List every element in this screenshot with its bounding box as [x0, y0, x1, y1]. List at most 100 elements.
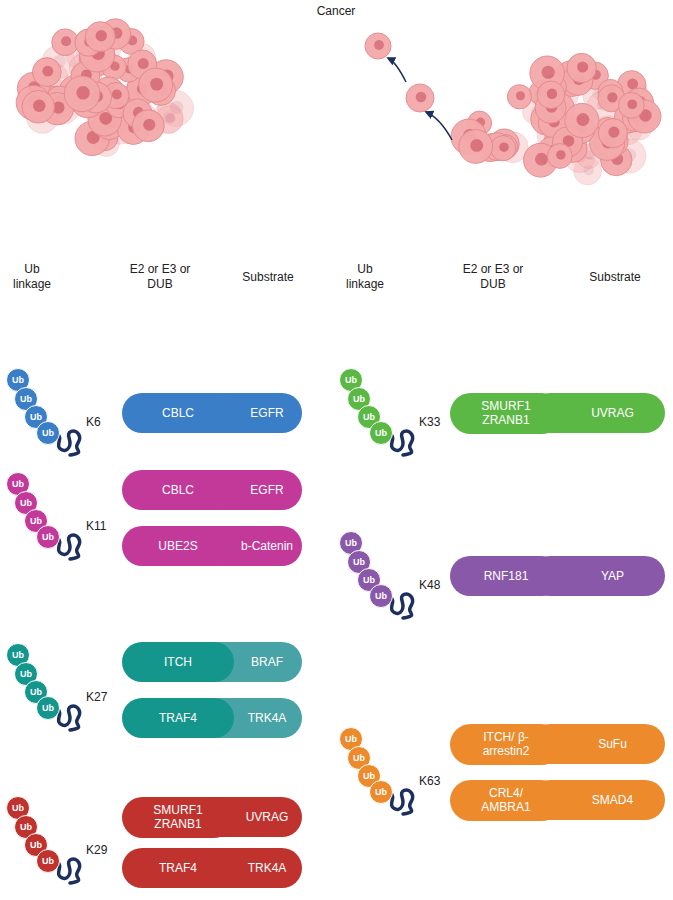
column-header: Ub linkage — [337, 262, 393, 292]
ubiquitin-circle: Ub — [36, 525, 60, 549]
enzyme-pill: UBE2S — [122, 526, 234, 566]
protein-name: BRAF — [251, 655, 283, 669]
protein-name: TRK4A — [248, 861, 287, 875]
ubiquitin-label: Ub — [42, 429, 54, 438]
ubiquitin-label: Ub — [353, 558, 365, 567]
enzyme-pill: TRAF4 — [122, 848, 234, 888]
protein-name: UBE2S — [158, 539, 197, 553]
ubiquitin-label: Ub — [20, 499, 32, 508]
cell — [507, 85, 531, 109]
cell — [618, 92, 644, 118]
ubiquitin-label: Ub — [30, 413, 42, 422]
cell — [490, 136, 515, 161]
protein-name: EGFR — [250, 483, 283, 497]
ubiquitin-label: Ub — [42, 533, 54, 542]
protein-name: ITCH/ β-arrestin2 — [471, 730, 541, 759]
ubiquitin-circle: Ub — [36, 849, 60, 873]
protein-name: CBLC — [162, 483, 194, 497]
ubiquitin-label: Ub — [20, 823, 32, 832]
ubiquitin-label: Ub — [375, 592, 387, 601]
enzyme-pill: CBLC — [122, 393, 234, 433]
ubiquitin-label: Ub — [20, 670, 32, 679]
column-header: Ub linkage — [4, 262, 60, 292]
ubiquitin-label: Ub — [20, 395, 32, 404]
protein-name: ITCH — [164, 655, 192, 669]
linkage-label: K63 — [419, 774, 449, 789]
ubiquitin-label: Ub — [42, 704, 54, 713]
linkage-label: K48 — [419, 578, 449, 593]
ubiquitin-circle: Ub — [369, 584, 393, 608]
protein-name: SuFu — [598, 737, 627, 751]
protein-name: SMURF1 ZRANB1 — [143, 803, 213, 832]
ubiquitin-label: Ub — [375, 788, 387, 797]
cell — [406, 84, 434, 112]
ubiquitin-label: Ub — [42, 857, 54, 866]
ubiquitin-label: Ub — [12, 480, 24, 489]
enzyme-pill: CBLC — [122, 470, 234, 510]
migration-arrow — [388, 58, 406, 82]
protein-name: CRL4/ AMBRA1 — [471, 786, 541, 815]
enzyme-pill: TRAF4 — [122, 698, 234, 738]
column-header: E2 or E3 or DUB — [125, 262, 195, 292]
enzyme-pill: ITCH — [122, 642, 234, 682]
ubiquitin-label: Ub — [363, 413, 375, 422]
ubiquitin-circle: Ub — [36, 696, 60, 720]
protein-name: EGFR — [250, 406, 283, 420]
column-header: E2 or E3 or DUB — [458, 262, 528, 292]
linkage-label: K11 — [86, 519, 116, 534]
protein-name: TRAF4 — [159, 711, 197, 725]
protein-name: SMURF1 ZRANB1 — [471, 399, 541, 428]
ubiquitin-label: Ub — [345, 735, 357, 744]
linkage-label: K29 — [86, 843, 116, 858]
ubiquitin-label: Ub — [30, 688, 42, 697]
ubiquitin-label: Ub — [375, 429, 387, 438]
ubiquitin-label: Ub — [12, 804, 24, 813]
cell — [459, 130, 493, 164]
ubiquitin-label: Ub — [345, 539, 357, 548]
ubiquitin-circle: Ub — [369, 780, 393, 804]
cell — [598, 119, 627, 148]
protein-name: SMAD4 — [592, 793, 633, 807]
linkage-label: K27 — [86, 690, 116, 705]
protein-name: UVRAG — [591, 406, 634, 420]
cell — [64, 76, 100, 112]
column-header: Substrate — [228, 270, 308, 285]
cell — [85, 22, 115, 52]
cell — [22, 90, 55, 123]
linkage-label: K33 — [419, 415, 449, 430]
ubiquitin-label: Ub — [30, 841, 42, 850]
enzyme-pill: CRL4/ AMBRA1 — [450, 780, 562, 821]
enzyme-pill: ITCH/ β-arrestin2 — [450, 724, 562, 765]
cell — [567, 53, 596, 82]
ubiquitin-label: Ub — [30, 517, 42, 526]
protein-name: b-Catenin — [241, 539, 293, 553]
substrate-proteins — [48, 431, 413, 883]
ubiquitin-label: Ub — [353, 395, 365, 404]
column-header: Substrate — [575, 270, 655, 285]
tumor-cells — [16, 19, 661, 185]
protein-name: CBLC — [162, 406, 194, 420]
protein-name: RNF181 — [484, 569, 529, 583]
cell — [565, 103, 599, 137]
cell — [132, 110, 164, 142]
ubiquitin-label: Ub — [345, 376, 357, 385]
migration-arrow — [426, 112, 452, 140]
enzyme-pill: SMURF1 ZRANB1 — [450, 393, 562, 434]
ubiquitin-label: Ub — [363, 772, 375, 781]
cell — [365, 33, 391, 59]
ubiquitin-label: Ub — [363, 576, 375, 585]
cell — [537, 81, 565, 109]
title: Cancer — [286, 4, 386, 19]
cell — [139, 68, 173, 102]
ubiquitin-label: Ub — [353, 754, 365, 763]
ubiquitin-label: Ub — [12, 376, 24, 385]
protein-name: UVRAG — [246, 810, 289, 824]
cell — [547, 144, 572, 169]
enzyme-pill: SMURF1 ZRANB1 — [122, 797, 234, 838]
ubiquitin-circle: Ub — [369, 421, 393, 445]
protein-name: TRAF4 — [159, 861, 197, 875]
enzyme-pill: RNF181 — [450, 556, 562, 596]
ubiquitin-label: Ub — [12, 651, 24, 660]
cell — [32, 58, 61, 87]
